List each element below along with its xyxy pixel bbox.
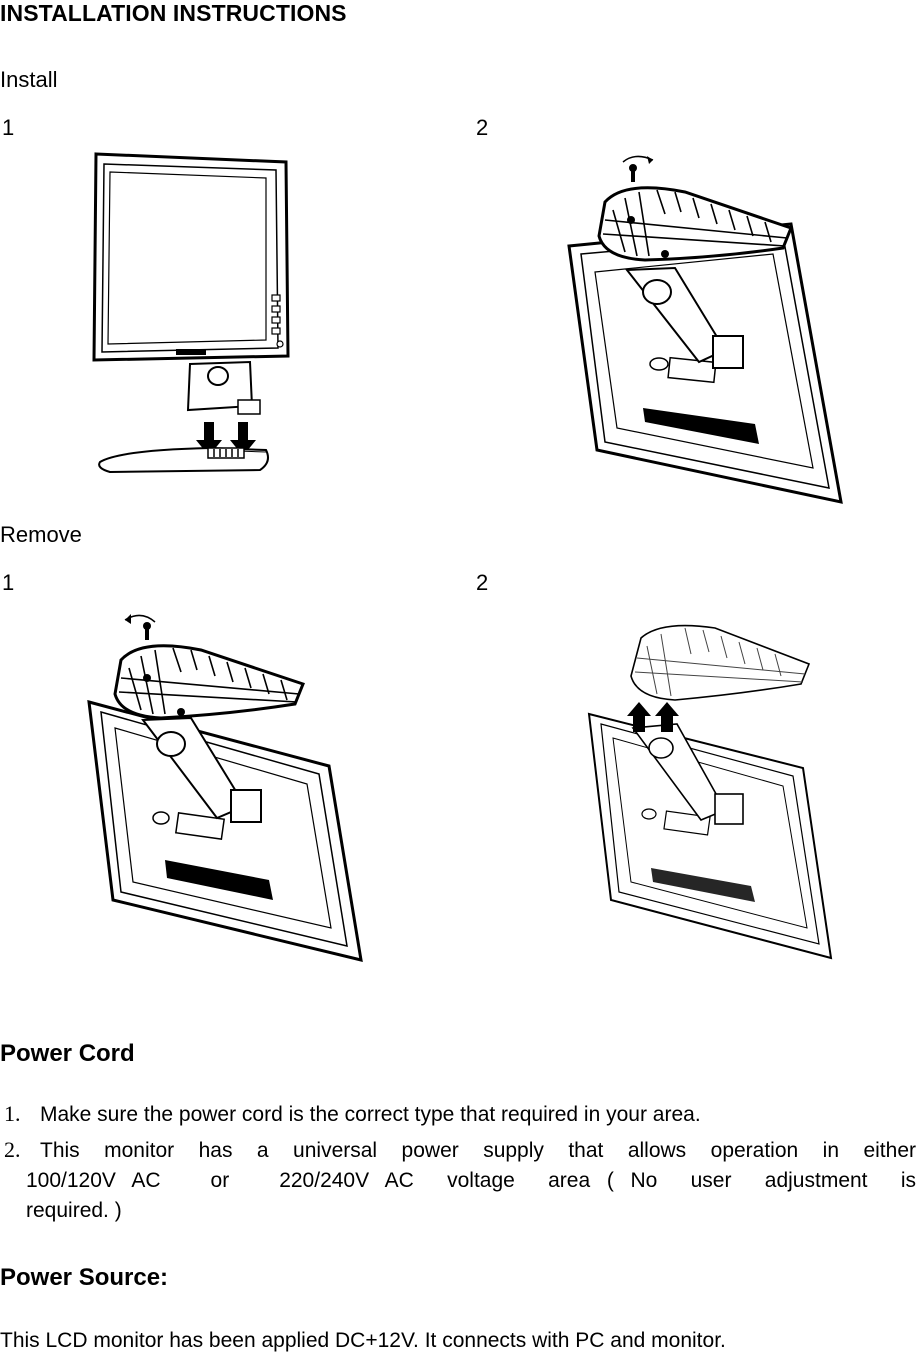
remove-heading: Remove <box>0 522 82 547</box>
power-cord-item-2: 2. This monitor has a universal power sup… <box>4 1135 920 1226</box>
remove-step-1-label: 1 <box>2 570 15 595</box>
power-source-heading: Power Source: <box>0 1264 169 1291</box>
list-text-line-2: 100/120V AC or 220/240V AC voltage area … <box>26 1169 916 1192</box>
list-number: 2. <box>4 1137 21 1162</box>
install-step-2-figure <box>565 150 845 510</box>
list-text-line-3: required. ) <box>26 1199 122 1222</box>
power-source-text: This LCD monitor has been applied DC+12V… <box>0 1329 726 1352</box>
install-step-2-label: 2 <box>476 115 489 140</box>
list-text: Make sure the power cord is the correct … <box>40 1103 701 1126</box>
page-title: INSTALLATION INSTRUCTIONS <box>0 0 347 26</box>
list-number: 1. <box>4 1101 21 1126</box>
list-text-line-1: This monitor has a universal power suppl… <box>40 1139 916 1162</box>
remove-step-1-figure <box>85 610 365 970</box>
lenovo-logo-icon <box>176 349 206 355</box>
remove-step-2-figure <box>585 618 835 963</box>
power-cord-item-1: 1. Make sure the power cord is the correc… <box>4 1099 920 1130</box>
install-step-1-figure <box>90 150 290 480</box>
power-cord-heading: Power Cord <box>0 1040 135 1067</box>
remove-step-2-label: 2 <box>476 570 489 595</box>
install-step-1-label: 1 <box>2 115 15 140</box>
install-heading: Install <box>0 67 58 92</box>
